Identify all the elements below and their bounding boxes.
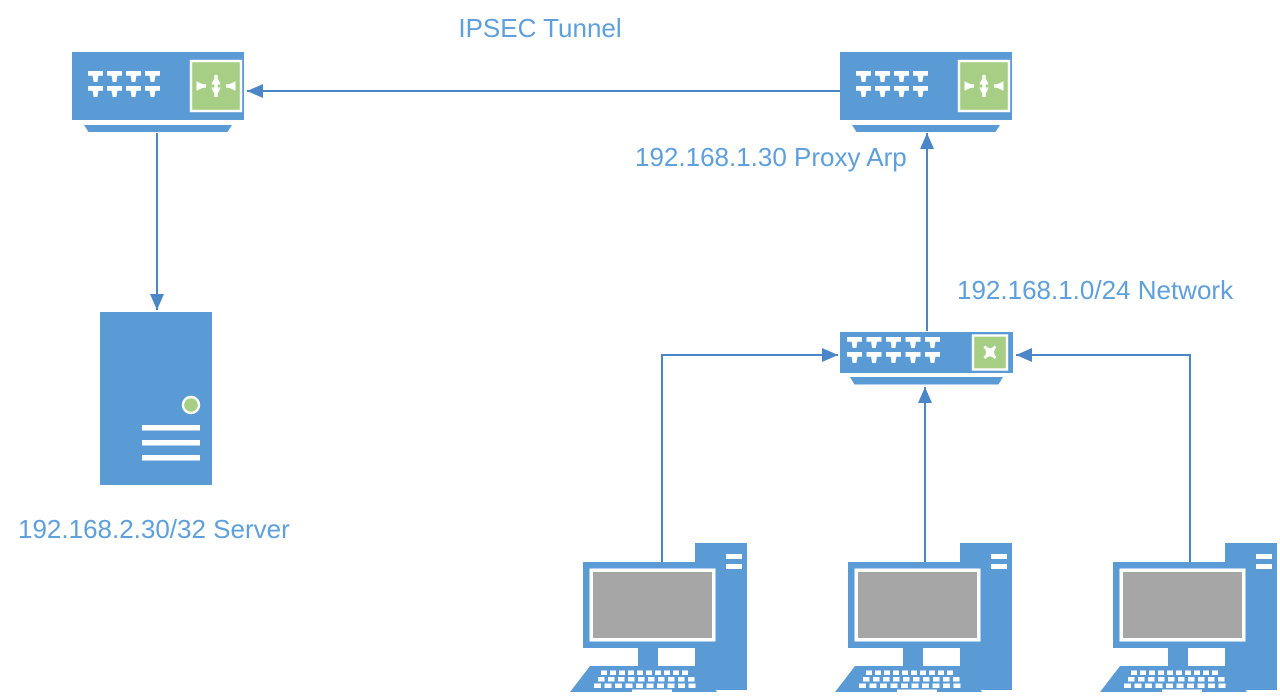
- label-proxy-arp: 192.168.1.30 Proxy Arp: [635, 142, 907, 172]
- router-icon-right: [840, 52, 1012, 132]
- label-ipsec-tunnel: IPSEC Tunnel: [458, 13, 621, 43]
- label-server: 192.168.2.30/32 Server: [18, 514, 290, 544]
- connectors: [150, 84, 1191, 563]
- connector-pc3-to-switch: [1016, 348, 1191, 563]
- server-icon: [98, 310, 214, 487]
- workstation-icon-3: [1100, 543, 1277, 693]
- workstation-icon-1: [570, 543, 747, 693]
- connector-pc1-to-switch: [661, 348, 838, 563]
- workstation-icon-2: [835, 543, 1012, 693]
- label-network: 192.168.1.0/24 Network: [957, 275, 1234, 305]
- switch-icon: [840, 332, 1013, 385]
- router-icon-left: [72, 52, 244, 132]
